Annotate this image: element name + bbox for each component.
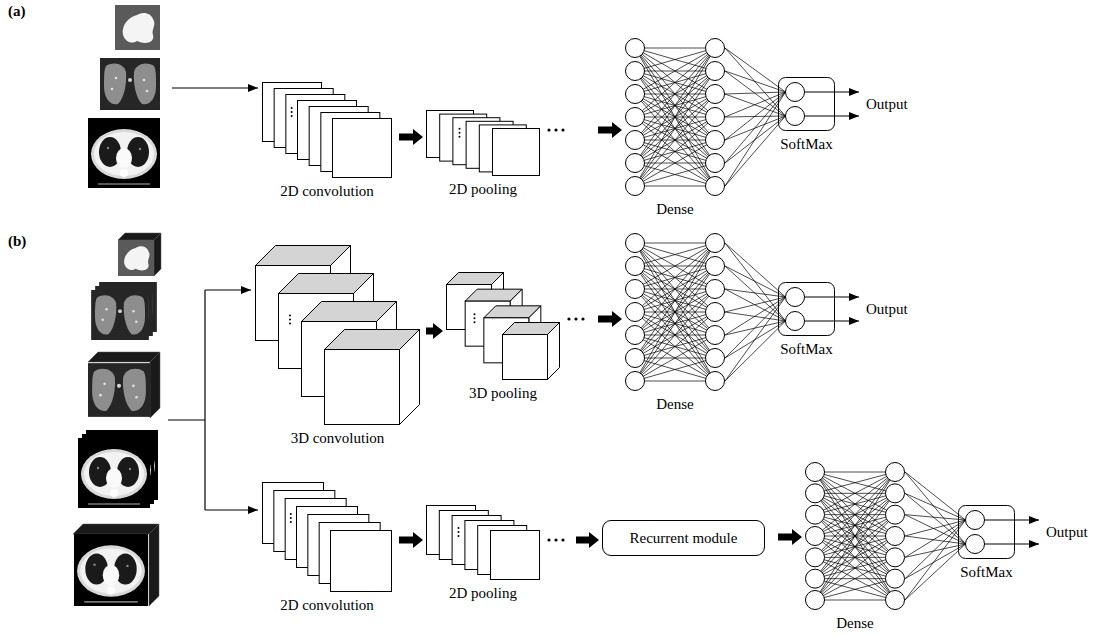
ellipsis-dot [554, 128, 557, 131]
flow-arrow [598, 311, 622, 327]
layer-caption: 2D convolution [202, 596, 452, 614]
dense-layer: Dense [625, 233, 725, 413]
layer-caption: 3D pooling [386, 384, 620, 402]
output-arrow [805, 296, 860, 297]
layer-caption: Dense [745, 614, 965, 632]
output-arrow [805, 320, 860, 321]
dense-layer: Dense [625, 38, 725, 218]
layer-caption: SoftMax [718, 135, 895, 153]
output-arrow [805, 115, 860, 116]
ellipsis-dot [574, 317, 577, 320]
flow-arrow [426, 323, 443, 339]
module-label: Recurrent module [630, 529, 738, 547]
full-connection [905, 472, 966, 600]
feature-cube-stack: 3D convolution [255, 245, 420, 447]
output-label: Output [866, 300, 908, 318]
ellipsis-dot [554, 538, 557, 541]
softmax-box: SoftMax [958, 505, 1015, 581]
softmax-box: SoftMax [778, 77, 835, 153]
panel-label: (a) [8, 2, 26, 20]
feature-map-stack-figure [262, 82, 392, 178]
recurrent-module: Recurrent module [602, 520, 765, 556]
dense-layer-figure [805, 462, 905, 610]
feature-map-stack-figure [426, 110, 540, 176]
flow-arrow [576, 532, 599, 548]
ellipsis-dot [581, 317, 584, 320]
dense-layer: Dense [805, 462, 905, 632]
ellipsis-dot [567, 317, 570, 320]
output-label: Output [1046, 523, 1088, 541]
ellipsis-dot [547, 538, 550, 541]
panel-label: (b) [8, 232, 26, 250]
flow-arrow [778, 529, 802, 545]
feature-cube-stack: 3D pooling [446, 272, 560, 402]
full-connection [725, 48, 786, 186]
feature-map-stack: 2D pooling [426, 505, 540, 602]
output-arrow [985, 543, 1040, 544]
output-arrow [985, 519, 1040, 520]
ellipsis-dot [561, 128, 564, 131]
softmax-box-figure [958, 505, 1015, 559]
flow-arrow [399, 532, 423, 548]
layer-caption: Dense [565, 395, 785, 413]
output-label: Output [866, 95, 908, 113]
input-arrow [172, 87, 258, 88]
input-images-b [73, 233, 161, 606]
layer-caption: Dense [565, 200, 785, 218]
input-images-a [88, 5, 160, 188]
ellipsis-dot [561, 538, 564, 541]
feature-cube-stack-figure [255, 245, 420, 425]
softmax-box-figure [778, 282, 835, 336]
output-arrow [805, 91, 860, 92]
ellipsis-dot [547, 128, 550, 131]
layer-caption: 3D convolution [195, 429, 480, 447]
layer-caption: 2D pooling [366, 180, 600, 198]
feature-map-stack: 2D convolution [262, 482, 392, 614]
layer-caption: SoftMax [898, 563, 1075, 581]
softmax-box-figure [778, 77, 835, 131]
feature-map-stack-figure [262, 482, 392, 592]
feature-cube-stack-figure [446, 272, 560, 380]
dense-layer-figure [625, 233, 725, 391]
branch-lines [168, 290, 258, 510]
feature-map-stack: 2D pooling [426, 110, 540, 198]
dense-layer-figure [625, 38, 725, 196]
layer-caption: SoftMax [718, 340, 895, 358]
flow-arrow [598, 122, 622, 138]
flow-arrow [399, 129, 423, 145]
feature-map-stack: 2D convolution [262, 82, 392, 200]
softmax-box: SoftMax [778, 282, 835, 358]
full-connection [725, 243, 786, 381]
feature-map-stack-figure [426, 505, 540, 580]
layer-caption: 2D convolution [202, 182, 452, 200]
layer-caption: 2D pooling [366, 584, 600, 602]
